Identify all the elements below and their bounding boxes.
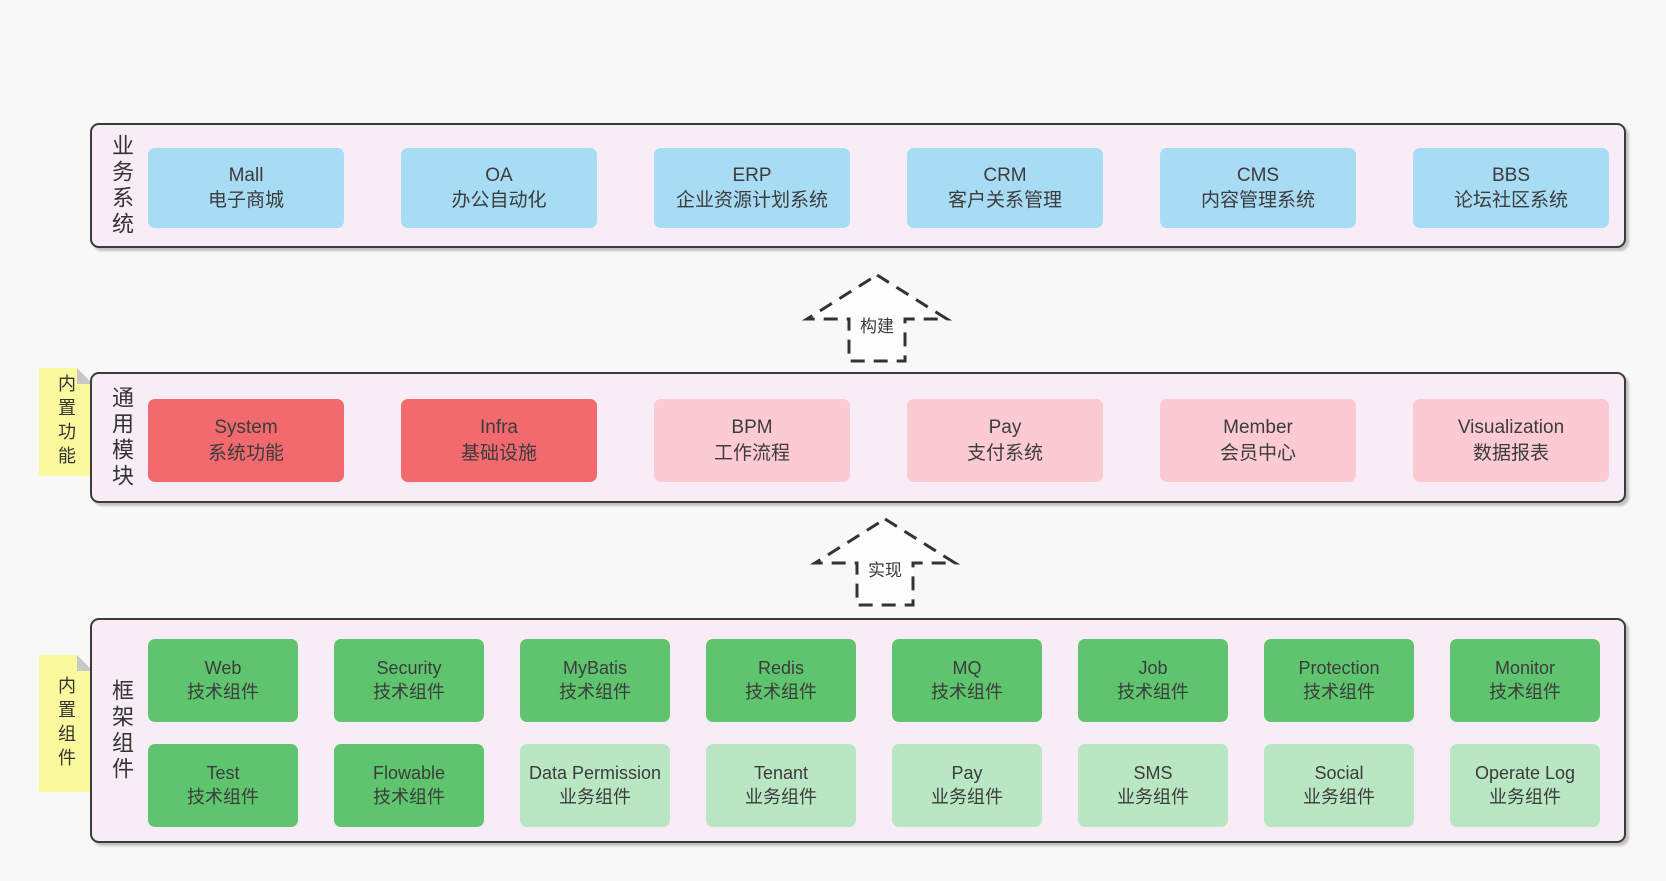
box-title: Visualization <box>1457 417 1565 439</box>
box-title: Member <box>1223 417 1293 439</box>
box-title: Pay <box>951 763 983 784</box>
box-subtitle: 技术组件 <box>559 681 631 702</box>
box-subtitle: 技术组件 <box>187 681 259 702</box>
box-title: MQ <box>952 658 982 679</box>
note-built-in-functions: 内置功能 <box>39 368 93 476</box>
box-subtitle: 技术组件 <box>931 681 1003 702</box>
box-subtitle: 技术组件 <box>1489 681 1561 702</box>
box-title: Pay <box>988 417 1022 439</box>
box-erp: ERP 企业资源计划系统 <box>654 148 850 228</box>
box-title: Mall <box>228 164 264 186</box>
arrow-implement-label: 实现 <box>865 556 905 581</box>
box-subtitle: 业务组件 <box>1489 786 1561 807</box>
box-mq: MQ 技术组件 <box>892 639 1042 722</box>
box-flowable: Flowable 技术组件 <box>334 744 484 827</box>
box-title: BBS <box>1491 164 1531 186</box>
box-title: Test <box>206 763 240 784</box>
box-title: Redis <box>757 658 805 679</box>
box-title: CMS <box>1236 164 1280 186</box>
arrow-build-label: 构建 <box>857 312 897 337</box>
box-operate-log: Operate Log 业务组件 <box>1450 744 1600 827</box>
box-subtitle: 办公自动化 <box>451 190 547 211</box>
box-subtitle: 电子商城 <box>207 190 284 211</box>
box-sms: SMS 业务组件 <box>1078 744 1228 827</box>
box-subtitle: 业务组件 <box>1117 786 1189 807</box>
box-security: Security 技术组件 <box>334 639 484 722</box>
box-subtitle: 技术组件 <box>1117 681 1189 702</box>
box-title: ERP <box>732 164 772 186</box>
box-system: System 系统功能 <box>148 399 344 482</box>
box-subtitle: 基础设施 <box>460 442 537 464</box>
layer-business-systems: 业务系统 Mall 电子商城 OA 办公自动化 ERP 企业资源计划系统 CRM… <box>90 123 1626 248</box>
layer-framework-components: 框架组件 Web 技术组件 Security 技术组件 MyBatis 技术组件… <box>90 618 1626 843</box>
layer-label-business: 业务系统 <box>109 133 134 238</box>
layer-common-modules: 通用模块 System 系统功能 Infra 基础设施 BPM 工作流程 Pay… <box>90 372 1626 503</box>
box-bbs: BBS 论坛社区系统 <box>1413 148 1609 228</box>
arrow-implement: 实现 <box>809 516 961 608</box>
box-title: Protection <box>1298 658 1380 679</box>
box-subtitle: 业务组件 <box>559 786 631 807</box>
box-oa: OA 办公自动化 <box>401 148 597 228</box>
box-pay-module: Pay 支付系统 <box>907 399 1103 482</box>
box-mall: Mall 电子商城 <box>148 148 344 228</box>
box-title: Data Permission <box>528 763 662 784</box>
box-member: Member 会员中心 <box>1160 399 1356 482</box>
box-title: System <box>214 417 278 439</box>
box-mybatis: MyBatis 技术组件 <box>520 639 670 722</box>
box-subtitle: 企业资源计划系统 <box>675 190 828 211</box>
box-crm: CRM 客户关系管理 <box>907 148 1103 228</box>
box-title: Tenant <box>753 763 809 784</box>
box-title: Social <box>1314 763 1364 784</box>
box-subtitle: 会员中心 <box>1219 442 1296 464</box>
note-text: 内置组件 <box>56 675 76 772</box>
box-subtitle: 业务组件 <box>1303 786 1375 807</box>
box-subtitle: 技术组件 <box>745 681 817 702</box>
box-tenant: Tenant 业务组件 <box>706 744 856 827</box>
layer-label-modules: 通用模块 <box>109 385 134 490</box>
box-monitor: Monitor 技术组件 <box>1450 639 1600 722</box>
box-data-permission: Data Permission 业务组件 <box>520 744 670 827</box>
box-bpm: BPM 工作流程 <box>654 399 850 482</box>
box-title: CRM <box>983 164 1027 186</box>
note-text: 内置功能 <box>56 374 76 470</box>
box-title: MyBatis <box>562 658 627 679</box>
box-title: Operate Log <box>1474 763 1576 784</box>
layer-label-components: 框架组件 <box>109 678 134 783</box>
box-subtitle: 论坛社区系统 <box>1453 190 1568 211</box>
box-cms: CMS 内容管理系统 <box>1160 148 1356 228</box>
box-title: Web <box>204 658 242 679</box>
box-subtitle: 技术组件 <box>373 681 445 702</box>
box-protection: Protection 技术组件 <box>1264 639 1414 722</box>
box-subtitle: 数据报表 <box>1472 442 1549 464</box>
box-test: Test 技术组件 <box>148 744 298 827</box>
box-title: Flowable <box>372 763 446 784</box>
box-web: Web 技术组件 <box>148 639 298 722</box>
box-subtitle: 业务组件 <box>931 786 1003 807</box>
box-job: Job 技术组件 <box>1078 639 1228 722</box>
box-subtitle: 技术组件 <box>187 786 259 807</box>
box-title: Monitor <box>1494 658 1556 679</box>
box-subtitle: 工作流程 <box>713 442 790 464</box>
box-title: OA <box>485 164 513 186</box>
box-infra: Infra 基础设施 <box>401 399 597 482</box>
box-social: Social 业务组件 <box>1264 744 1414 827</box>
box-subtitle: 系统功能 <box>207 442 284 464</box>
box-subtitle: 技术组件 <box>373 786 445 807</box>
box-title: Job <box>1138 658 1168 679</box>
box-title: Security <box>376 658 442 679</box>
box-subtitle: 技术组件 <box>1303 681 1375 702</box>
box-title: Infra <box>479 417 519 439</box>
box-visualization: Visualization 数据报表 <box>1413 399 1609 482</box>
box-subtitle: 客户关系管理 <box>947 190 1062 211</box>
box-subtitle: 内容管理系统 <box>1200 190 1315 211</box>
note-built-in-components: 内置组件 <box>39 655 93 792</box>
box-title: SMS <box>1133 763 1173 784</box>
box-redis: Redis 技术组件 <box>706 639 856 722</box>
box-subtitle: 业务组件 <box>745 786 817 807</box>
arrow-build: 构建 <box>801 272 953 364</box>
box-title: BPM <box>731 417 773 439</box>
box-subtitle: 支付系统 <box>966 442 1043 464</box>
box-pay-component: Pay 业务组件 <box>892 744 1042 827</box>
